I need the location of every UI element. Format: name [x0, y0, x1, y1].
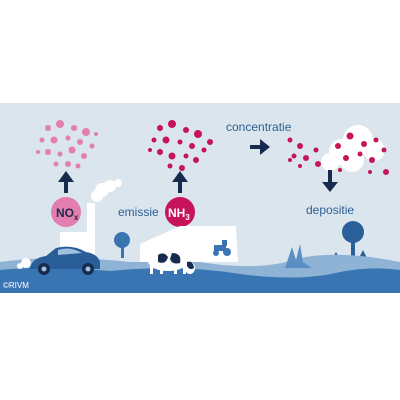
- particle-dot: [346, 132, 354, 140]
- emissie-label: emissie: [118, 205, 159, 219]
- particle-dot: [157, 149, 163, 155]
- depositie-label: depositie: [306, 203, 354, 217]
- tractor-icon: [213, 240, 231, 256]
- particle-dot: [75, 163, 81, 169]
- particle-dot: [361, 141, 367, 147]
- particle-dot: [313, 147, 319, 153]
- particle-dot: [343, 155, 349, 161]
- particle-dot: [81, 153, 87, 159]
- particle-dot: [298, 164, 302, 168]
- nox-label: NOx: [56, 206, 79, 222]
- particle-dot: [94, 132, 98, 136]
- nh3-label: NH3: [168, 206, 190, 222]
- particle-dot: [193, 157, 199, 163]
- particle-dot: [201, 147, 207, 153]
- particle-dot: [65, 161, 71, 167]
- particle-dot: [167, 163, 173, 169]
- particle-dot: [303, 155, 309, 161]
- particle-dot: [57, 151, 63, 157]
- particle-dot: [50, 136, 58, 144]
- copyright-label: ©RIVM: [3, 281, 29, 290]
- nh3-badge: [165, 197, 195, 227]
- particle-dot: [65, 135, 71, 141]
- particle-dot: [373, 137, 379, 143]
- particle-dot: [177, 139, 183, 145]
- nox-badge: [51, 197, 81, 227]
- particle-dot: [189, 143, 195, 149]
- marsh-icon: [285, 244, 312, 268]
- particle-dot: [381, 147, 387, 153]
- cow-icon: [148, 251, 195, 274]
- tree-icon: [342, 221, 364, 256]
- particle-dot: [45, 125, 51, 131]
- particle-dot: [369, 157, 375, 163]
- tree-icon: [114, 232, 130, 258]
- particle-dot: [179, 165, 185, 171]
- cloud-icon: [321, 125, 385, 172]
- particle-dot: [45, 149, 51, 155]
- nh3-particles: [148, 120, 213, 171]
- particle-dot: [56, 120, 64, 128]
- particle-dot: [297, 143, 303, 149]
- particle-dot: [71, 125, 77, 131]
- particle-dot: [194, 130, 202, 138]
- particle-dot: [383, 169, 389, 175]
- particle-dot: [53, 161, 59, 167]
- particle-dot: [148, 148, 152, 152]
- particle-dot: [39, 137, 45, 143]
- particle-dot: [151, 137, 157, 143]
- particle-dot: [338, 168, 342, 172]
- particle-dot: [368, 170, 372, 174]
- arrow-down-icon: [322, 170, 338, 192]
- arrow-up-icon: [172, 171, 188, 193]
- particle-dot: [157, 125, 163, 131]
- particle-dot: [207, 139, 213, 145]
- particle-dot: [89, 143, 95, 149]
- particle-dot: [162, 136, 170, 144]
- particle-dot: [335, 143, 341, 149]
- nox-particles: [36, 120, 98, 169]
- ground-dark: [0, 267, 400, 293]
- arrow-right-icon: [250, 139, 270, 155]
- cloud-particles: [335, 132, 389, 175]
- particle-dot: [36, 150, 40, 154]
- particle-dot: [357, 151, 363, 157]
- particle-dot: [315, 161, 321, 167]
- particle-dot: [168, 152, 176, 160]
- concentratie-label: concentratie: [226, 120, 292, 134]
- particle-dot: [291, 153, 297, 159]
- particle-dot: [77, 139, 83, 145]
- particle-dot: [183, 153, 189, 159]
- particle-dot: [288, 158, 292, 162]
- particle-dot: [183, 127, 189, 133]
- arrow-up-icon: [58, 171, 74, 193]
- car-icon: [17, 246, 100, 275]
- particle-dot: [68, 146, 76, 154]
- particle-dot: [168, 120, 176, 128]
- particle-dot: [287, 137, 293, 143]
- particle-dot: [82, 128, 90, 136]
